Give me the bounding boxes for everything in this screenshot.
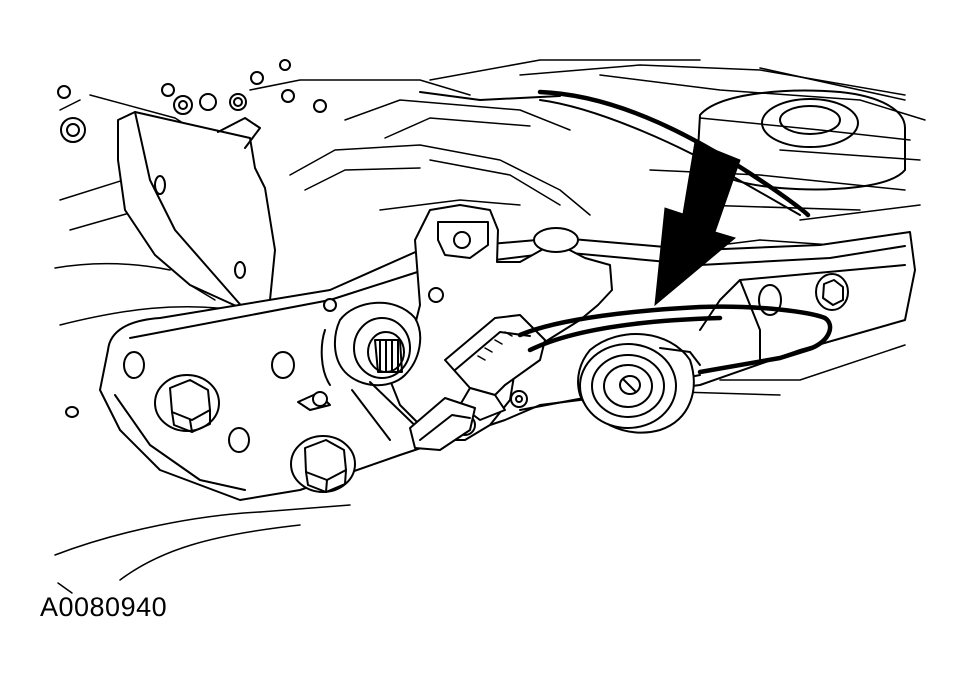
figure-id-label: A0080940	[40, 592, 168, 622]
figure-id-leader	[57, 582, 73, 594]
drive-pulley	[577, 333, 701, 434]
hex-bolts	[154, 273, 849, 493]
upper-bracket	[117, 111, 276, 311]
arrow-down-icon	[654, 141, 741, 307]
top-fasteners	[57, 59, 327, 143]
motor-housing	[297, 301, 431, 441]
seat-pad-outline	[419, 89, 906, 216]
